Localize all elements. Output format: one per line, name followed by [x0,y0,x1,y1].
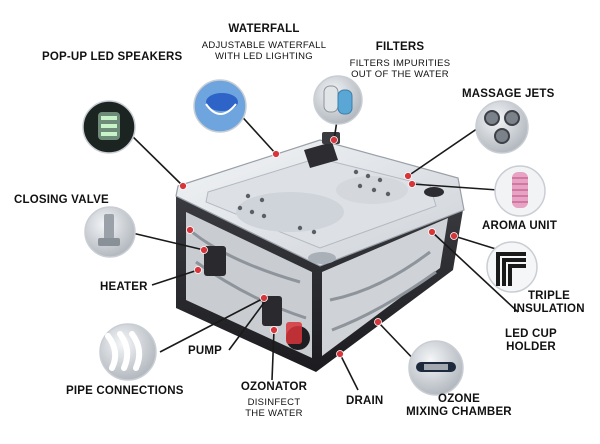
insulation-photo [486,241,538,293]
pipes-photo [99,323,157,381]
label-pipe-connections: PIPE CONNECTIONS [66,385,184,397]
waterfall-photo [193,79,247,133]
valve-photo [84,206,136,258]
aroma-photo [494,165,546,217]
label-aroma-unit: AROMA UNIT [482,220,558,232]
filter-photo [313,75,363,125]
label-heater: HEATER [100,281,148,293]
label-ozonator: OZONATOR [240,381,308,393]
filters-desc-2: OUT OF THE WATER [351,69,449,80]
feature-markers [179,136,458,358]
ozonator-desc-1: DISINFECT [247,397,301,408]
label-massage-jets: MASSAGE JETS [462,88,555,100]
label-ozone-1: OZONE [438,393,480,405]
label-drain: DRAIN [346,395,384,407]
speaker-photo [82,100,136,154]
label-speakers: POP-UP LED SPEAKERS [42,51,183,63]
label-cup-holder-1: LED CUP [505,328,557,340]
label-pump: PUMP [188,345,223,357]
label-filters: FILTERS [375,41,425,53]
jets-photo [475,100,529,154]
ozone-photo [408,340,464,396]
waterfall-desc-1: ADJUSTABLE WATERFALL [201,40,327,51]
filters-desc-1: FILTERS IMPURITIES [349,58,451,69]
leader-lines [125,109,519,391]
label-waterfall: WATERFALL [228,23,300,35]
label-closing-valve: CLOSING VALVE [14,194,109,206]
ozonator-desc-2: THE WATER [245,408,303,419]
waterfall-desc-2: WITH LED LIGHTING [215,51,313,62]
label-triple-2: INSULATION [513,303,585,315]
label-ozone-2: MIXING CHAMBER [406,406,512,418]
label-cup-holder-2: HOLDER [506,341,556,353]
label-triple-1: TRIPLE [527,290,571,302]
